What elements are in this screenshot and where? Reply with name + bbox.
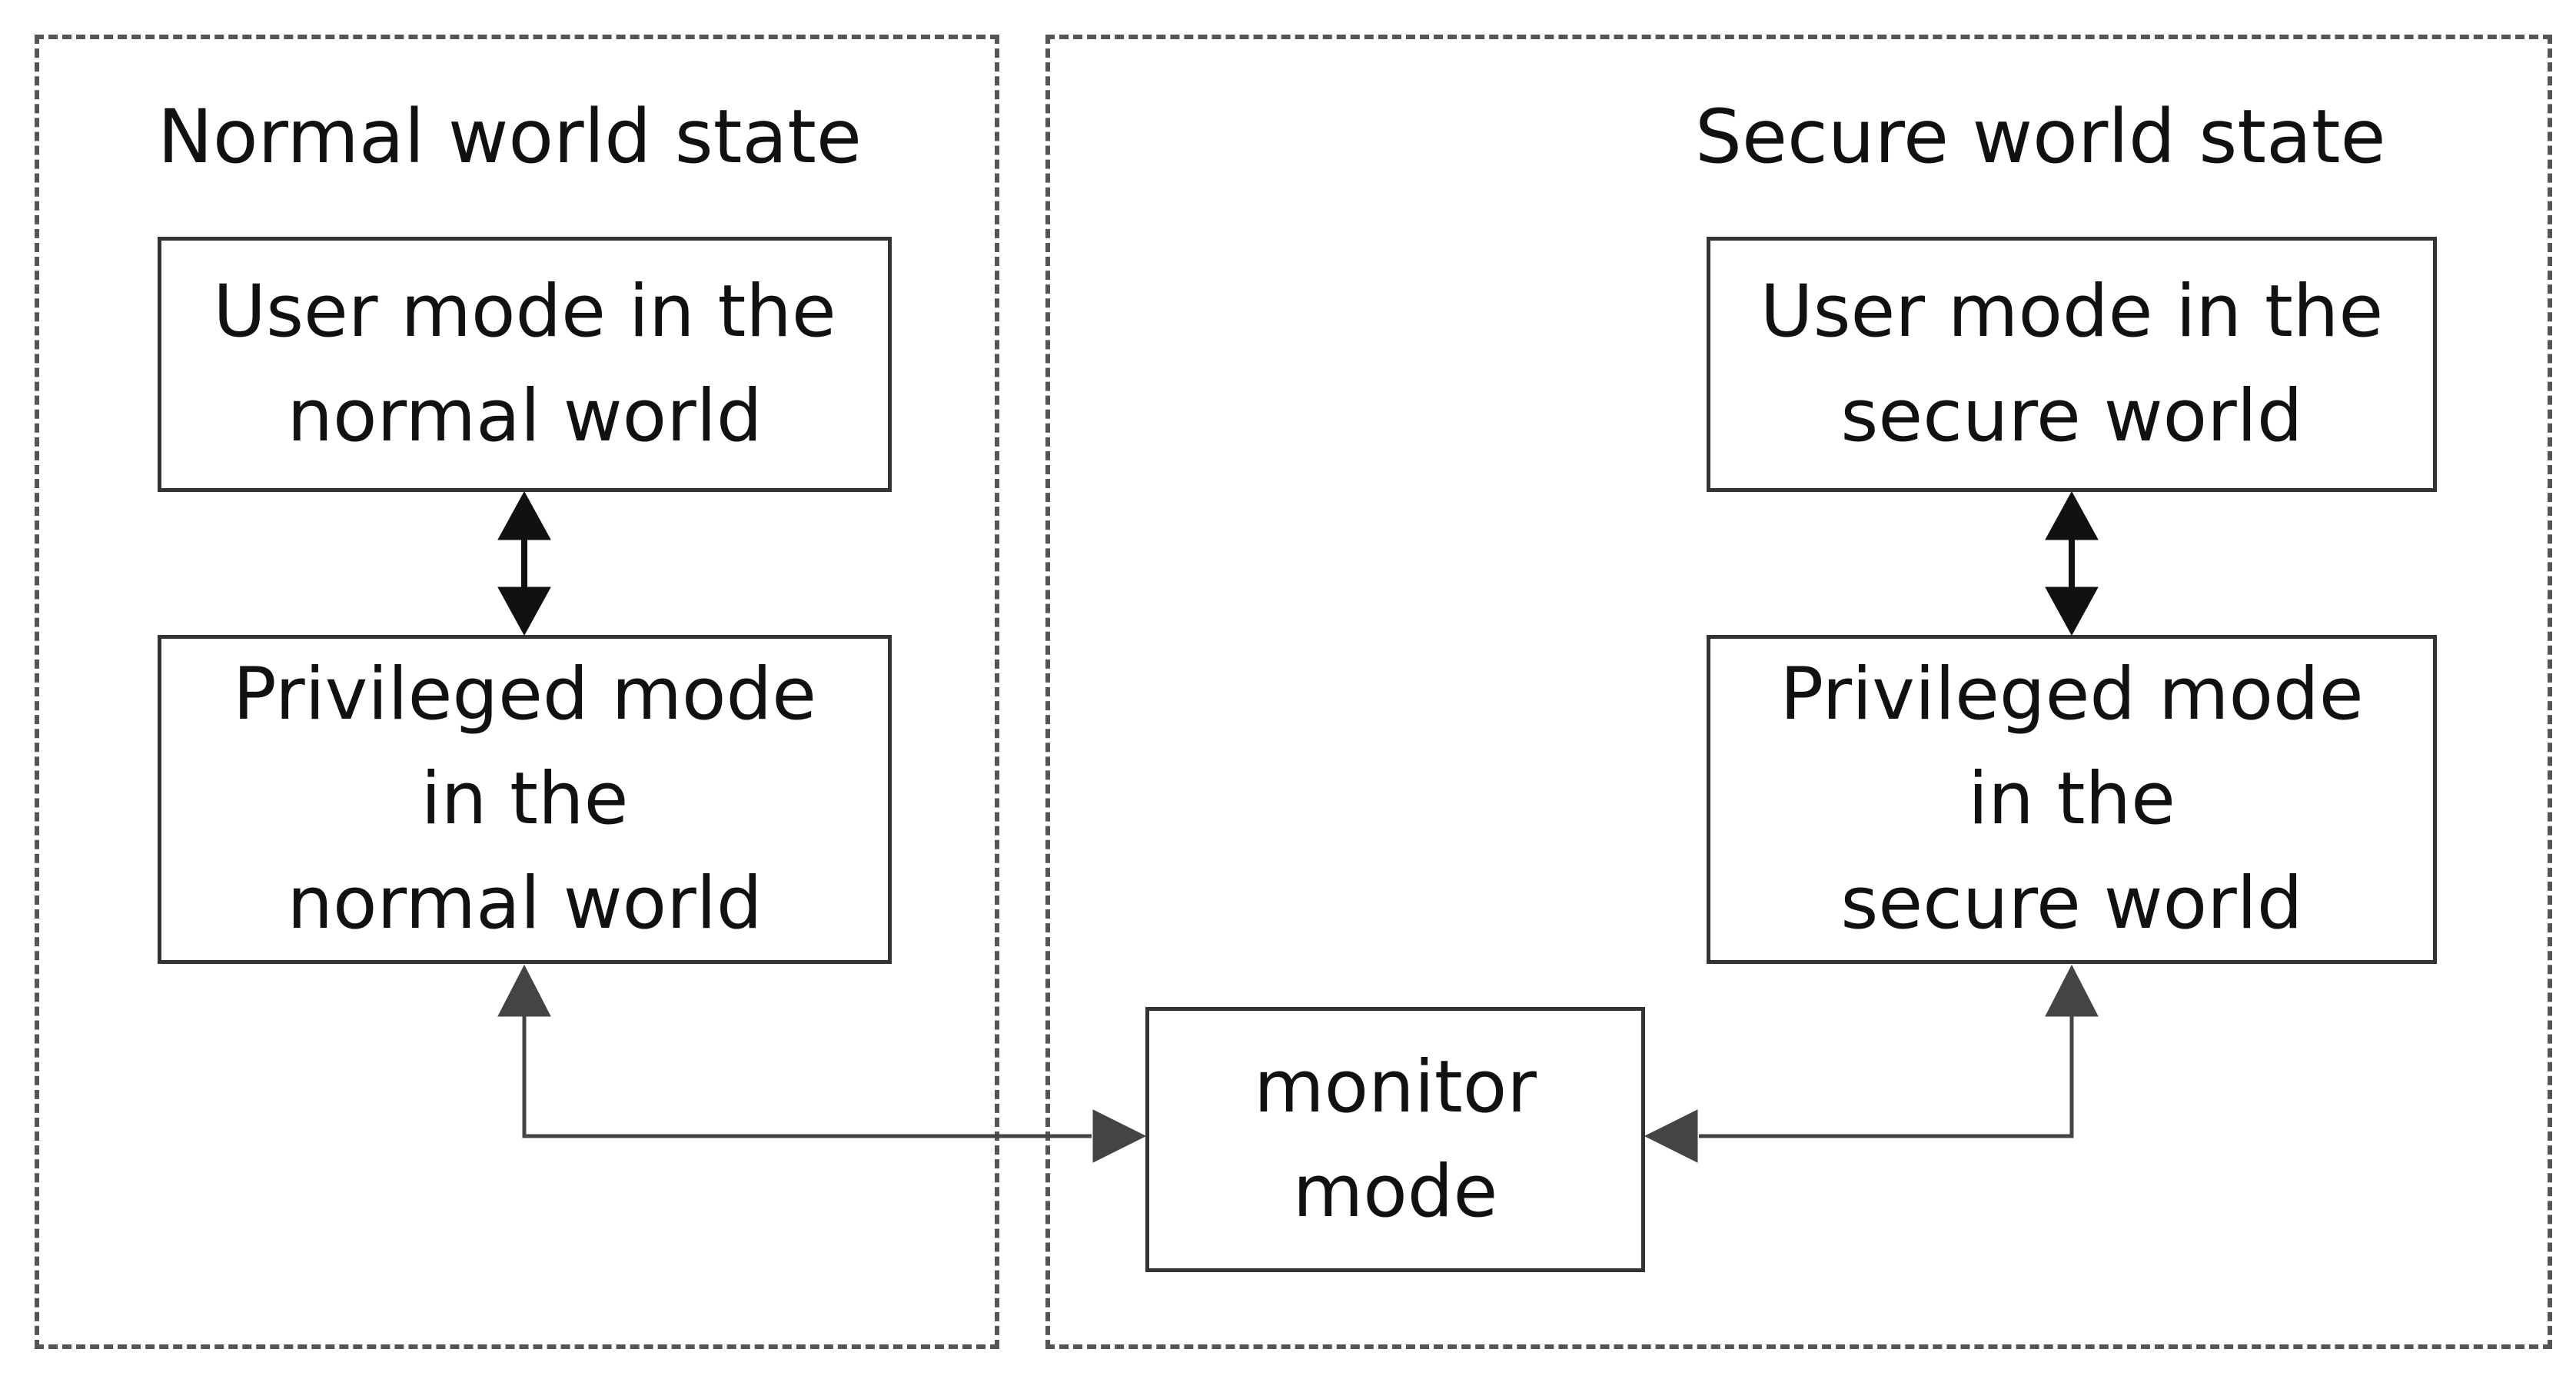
- normal-privileged-mode-line-3: normal world: [287, 862, 763, 945]
- secure-privileged-mode-line-3: secure world: [1840, 862, 2303, 945]
- secure-privileged-mode-line-2: in the: [1968, 757, 2175, 841]
- monitor-mode-box: monitor mode: [1145, 1007, 1645, 1272]
- secure-user-mode-line-2: secure world: [1840, 374, 2303, 458]
- secure-user-mode-line-1: User mode in the: [1760, 270, 2384, 354]
- secure-privileged-monitor-arrow: [1644, 964, 2099, 1163]
- secure-privileged-mode-line-1: Privileged mode: [1780, 653, 2364, 736]
- normal-privileged-mode-line-1: Privileged mode: [232, 653, 817, 736]
- normal-privileged-mode-line-2: in the: [420, 757, 629, 841]
- normal-user-mode-line-1: User mode in the: [213, 270, 836, 354]
- normal-privileged-mode-box: Privileged mode in the normal world: [158, 635, 892, 964]
- secure-user-mode-box: User mode in the secure world: [1707, 237, 2437, 492]
- normal-user-privileged-arrow: [497, 490, 551, 636]
- secure-user-privileged-arrow: [2045, 490, 2099, 636]
- normal-user-mode-box: User mode in the normal world: [158, 237, 892, 492]
- secure-privileged-mode-box: Privileged mode in the secure world: [1707, 635, 2437, 964]
- monitor-mode-line-1: monitor: [1254, 1045, 1537, 1129]
- secure-world-title: Secure world state: [1695, 94, 2386, 180]
- monitor-mode-line-2: mode: [1292, 1149, 1498, 1234]
- secure-world-region: [1045, 35, 2552, 1349]
- normal-user-mode-line-2: normal world: [287, 374, 763, 458]
- normal-world-region: [35, 35, 999, 1349]
- normal-world-title: Normal world state: [158, 94, 862, 180]
- normal-privileged-monitor-arrow: [497, 964, 1147, 1163]
